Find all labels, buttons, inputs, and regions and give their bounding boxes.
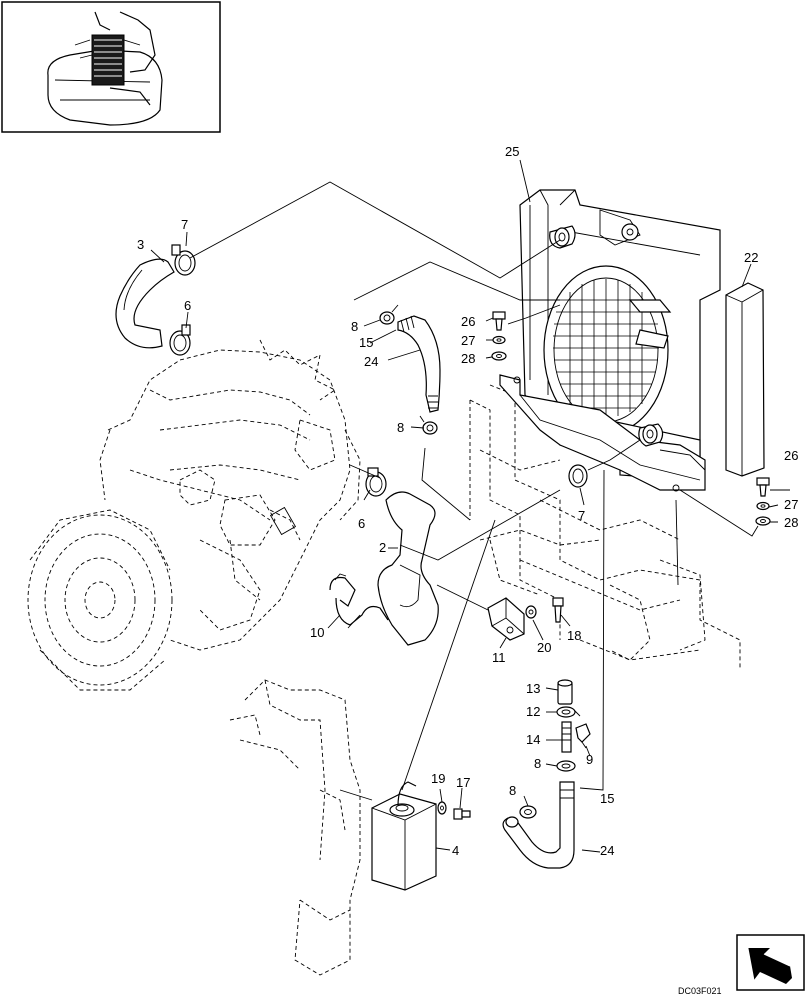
- callout-25: 25: [505, 144, 519, 159]
- bolt-26-right: [756, 477, 770, 497]
- callout-27-upper: 27: [461, 333, 475, 348]
- hose-clamp-8-mid: [419, 415, 438, 435]
- seal-part: [725, 282, 765, 477]
- hose-clamp-6-lower: [365, 467, 387, 497]
- engine-outline: [27, 339, 361, 691]
- clip-10: [329, 573, 389, 626]
- callout-7-upper: 7: [181, 217, 188, 232]
- washer-27-right: [756, 501, 770, 511]
- location-inset: [1, 1, 221, 133]
- frame-outline: [469, 384, 741, 670]
- callout-10: 10: [310, 625, 324, 640]
- bolt-17: [453, 808, 471, 820]
- callout-15-lower: 15: [600, 791, 614, 806]
- radiator-grille: [553, 279, 659, 417]
- support-bracket-outline: [229, 679, 361, 976]
- washer-19: [437, 801, 447, 815]
- radiator-assembly: [499, 189, 721, 492]
- callout-24-upper: 24: [364, 354, 378, 369]
- washer-28-upper: [491, 351, 507, 361]
- callout-26-upper: 26: [461, 314, 475, 329]
- callout-8-lower-a: 8: [534, 756, 541, 771]
- callout-14: 14: [526, 732, 540, 747]
- callout-18: 18: [567, 628, 581, 643]
- callouts: 3 7 6 8 15 24 8 25 22 26 27 28 26 27 28 …: [137, 144, 798, 858]
- drawing-reference: DC03F021: [678, 986, 722, 996]
- callout-26-right: 26: [784, 448, 798, 463]
- washer-28-right: [755, 516, 771, 526]
- upper-hose: [115, 258, 175, 349]
- callout-8-mid: 8: [397, 420, 404, 435]
- leader-lines: [150, 159, 790, 853]
- hose-clamp-12: [556, 706, 581, 718]
- hose-clamp-7-lower: [568, 464, 588, 488]
- callout-6-lower: 6: [358, 516, 365, 531]
- callout-28-upper: 28: [461, 351, 475, 366]
- callout-22: 22: [744, 250, 758, 265]
- hose-clamp-7-upper: [171, 244, 196, 276]
- callout-4: 4: [452, 843, 459, 858]
- orientation-arrow-icon: [736, 934, 805, 991]
- cap-13: [557, 679, 573, 705]
- clip-9: [575, 723, 591, 749]
- callout-13: 13: [526, 681, 540, 696]
- callout-19: 19: [431, 771, 445, 786]
- callout-12: 12: [526, 704, 540, 719]
- callout-11: 11: [492, 650, 506, 665]
- washer-27-upper: [492, 335, 506, 345]
- callout-8-upper: 8: [351, 319, 358, 334]
- hose-clamp-8-lower-a: [556, 760, 576, 772]
- callout-7-lower: 7: [578, 508, 585, 523]
- callout-2: 2: [379, 540, 386, 555]
- washer-20: [525, 605, 537, 619]
- callout-27-right: 27: [784, 497, 798, 512]
- hose-end: [505, 816, 519, 828]
- hose-clamp-8-upper: [379, 304, 399, 325]
- callout-17: 17: [456, 775, 470, 790]
- bolt-26-upper: [492, 311, 506, 331]
- pipe-14: [561, 721, 572, 753]
- overflow-hose-upper: [397, 315, 441, 413]
- callout-24-lower: 24: [600, 843, 614, 858]
- callout-6-upper: 6: [184, 298, 191, 313]
- callout-9: 9: [586, 752, 593, 767]
- callout-3: 3: [137, 237, 144, 252]
- bolt-18: [552, 597, 564, 623]
- bracket-11: [487, 597, 525, 641]
- callout-8-lower-b: 8: [509, 783, 516, 798]
- drain-hose-lower: [502, 781, 575, 869]
- reserve-tank: [371, 781, 437, 891]
- callout-20: 20: [537, 640, 551, 655]
- hose-clamp-6-upper: [169, 324, 191, 356]
- callout-28-right: 28: [784, 515, 798, 530]
- hose-clamp-8-lower-b: [519, 805, 537, 819]
- callout-15-upper: 15: [359, 335, 373, 350]
- lower-hose: [377, 491, 439, 646]
